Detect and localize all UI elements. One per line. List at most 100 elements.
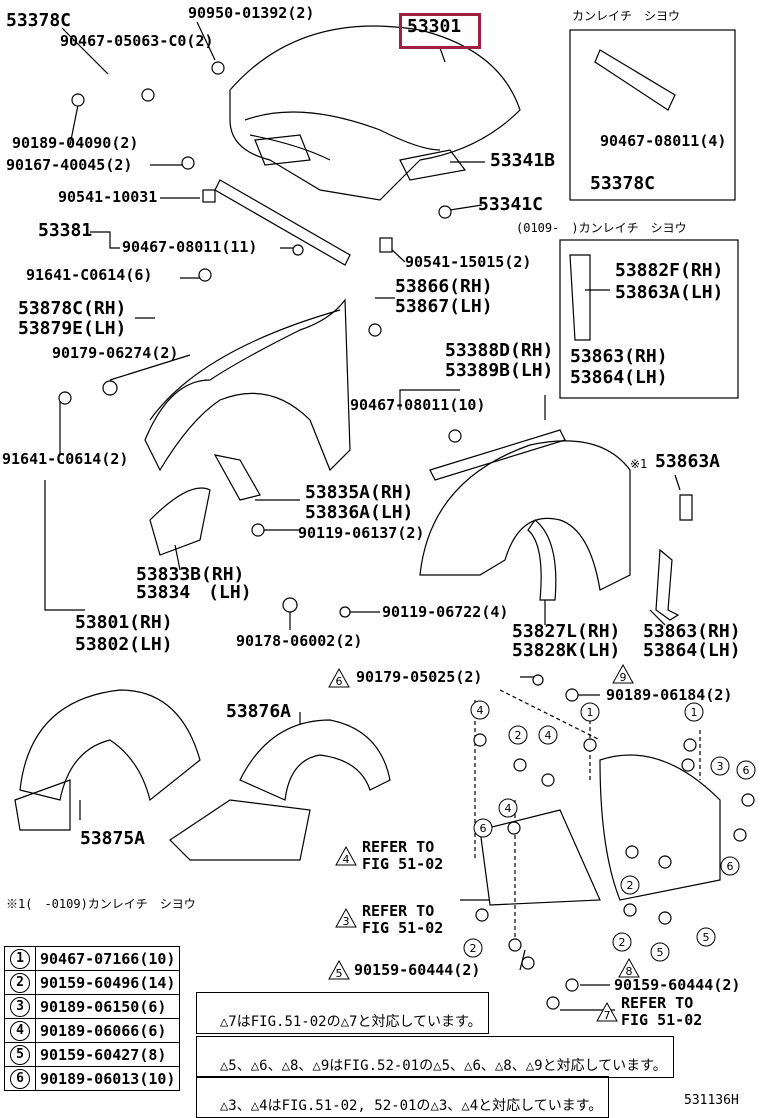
part-53882F[interactable]: 53882F(RH) [615, 260, 724, 281]
part-53866[interactable]: 53866(RH) [395, 276, 493, 297]
kanreichi-note-2: (0109- )カンレイチ シヨウ [516, 221, 687, 235]
part-53834[interactable]: 53834 (LH) [136, 582, 252, 603]
part-90467-08011-4[interactable]: 90467-08011(4) [600, 132, 727, 150]
svg-text:9: 9 [620, 671, 627, 684]
legend-part[interactable]: 90189-06013(10) [34, 1066, 181, 1091]
part-90119-06722[interactable]: 90119-06722(4) [382, 603, 509, 621]
part-53879E[interactable]: 53879E(LH) [18, 318, 127, 339]
svg-text:3: 3 [717, 760, 724, 773]
part-53863A[interactable]: 53863A [655, 451, 721, 472]
figure-code: 531136H [684, 1093, 739, 1108]
svg-text:4: 4 [477, 704, 484, 717]
note-box-fig52-01: △5、△6、△8、△9はFIG.52-01の△5、△6、△8、△9と対応していま… [196, 1036, 674, 1078]
svg-text:4: 4 [343, 853, 350, 866]
svg-text:2: 2 [619, 936, 626, 949]
callout-2b: 2 [620, 875, 640, 895]
part-90467-08011-10[interactable]: 90467-08011(10) [350, 396, 486, 414]
part-90178-06002[interactable]: 90178-06002(2) [236, 632, 363, 650]
liner-left-outline [19, 689, 201, 802]
part-90950-01392[interactable]: 90950-01392(2) [188, 4, 315, 22]
part-53875A[interactable]: 53875A [80, 828, 146, 849]
svg-text:2: 2 [627, 879, 634, 892]
part-90159-60444-left[interactable]: 90159-60444(2) [354, 961, 481, 979]
callout-5a: 5 [650, 942, 670, 962]
part-90189-06184[interactable]: 90189-06184(2) [606, 686, 733, 704]
legend-part[interactable]: 90189-06066(6) [34, 1018, 181, 1043]
part-90541-15015[interactable]: 90541-15015(2) [405, 253, 532, 271]
legend-num: 3 [10, 997, 30, 1017]
triangle-mark-8: 8 [618, 958, 640, 978]
part-90167-40045[interactable]: 90167-40045(2) [6, 156, 133, 174]
part-53836A[interactable]: 53836A(LH) [305, 502, 414, 523]
part-90159-60444-right[interactable]: 90159-60444(2) [614, 976, 741, 994]
part-53827L[interactable]: 53827L(RH) [512, 621, 621, 642]
part-53863-rh2[interactable]: 53863(RH) [643, 621, 741, 642]
callout-6b: 6 [473, 818, 493, 838]
svg-text:4: 4 [545, 729, 552, 742]
part-53388D[interactable]: 53388D(RH) [445, 340, 554, 361]
triangle-mark-6: 6 [328, 668, 350, 688]
legend-num: 4 [10, 1021, 30, 1041]
svg-text:5: 5 [703, 931, 710, 944]
part-53828K[interactable]: 53828K(LH) [512, 640, 621, 661]
part-53389B[interactable]: 53389B(LH) [445, 360, 554, 381]
svg-text:5: 5 [336, 967, 343, 980]
part-53876A[interactable]: 53876A [226, 701, 292, 722]
part-53835A[interactable]: 53835A(RH) [305, 482, 414, 503]
refer-to-1-line2: FIG 51-02 [362, 855, 444, 873]
part-53381[interactable]: 53381 [38, 220, 93, 241]
star-note-mark: ※1 [630, 457, 648, 471]
triangle-mark-5: 5 [328, 960, 350, 980]
part-53801[interactable]: 53801(RH) [75, 612, 173, 633]
legend-part[interactable]: 90467-07166(10) [34, 946, 181, 971]
part-53863-rh[interactable]: 53863(RH) [570, 346, 668, 367]
part-90179-05025[interactable]: 90179-05025(2) [356, 668, 483, 686]
legend-part[interactable]: 90159-60496(14) [34, 970, 181, 995]
part-53878C[interactable]: 53878C(RH) [18, 298, 127, 319]
fender-left-outline [144, 298, 351, 472]
part-90541-10031[interactable]: 90541-10031 [58, 188, 158, 206]
svg-text:8: 8 [626, 965, 633, 978]
part-53867[interactable]: 53867(LH) [395, 296, 493, 317]
refer-to-3-line1: REFER TO [621, 994, 694, 1012]
part-53378C-right[interactable]: 53378C [590, 173, 656, 194]
callout-6c: 6 [720, 856, 740, 876]
part-53833B[interactable]: 53833B(RH) [136, 564, 245, 585]
svg-text:3: 3 [343, 915, 350, 928]
part-90189-04090[interactable]: 90189-04090(2) [12, 134, 139, 152]
part-91641-C0614-2[interactable]: 91641-C0614(2) [2, 450, 129, 468]
part-90179-06274[interactable]: 90179-06274(2) [52, 344, 179, 362]
highlight-box-53301 [399, 13, 481, 49]
part-53341B[interactable]: 53341B [490, 150, 556, 171]
legend-num: 6 [10, 1069, 30, 1089]
hood-outline [229, 25, 521, 201]
svg-text:5: 5 [657, 946, 664, 959]
part-53863A-lh[interactable]: 53863A(LH) [615, 282, 724, 303]
legend-num: 5 [10, 1045, 30, 1065]
part-53301[interactable]: 53301 [407, 16, 462, 37]
part-90467-05063[interactable]: 90467-05063-C0(2) [60, 32, 214, 50]
part-53378C-top[interactable]: 53378C [6, 10, 72, 31]
legend-part[interactable]: 90189-06150(6) [34, 994, 181, 1019]
legend-part[interactable]: 90159-60427(8) [34, 1042, 181, 1067]
part-90119-06137[interactable]: 90119-06137(2) [298, 524, 425, 542]
part-53864-lh2[interactable]: 53864(LH) [643, 640, 741, 661]
part-53802[interactable]: 53802(LH) [75, 634, 173, 655]
refer-to-2-line2: FIG 51-02 [362, 919, 444, 937]
part-53341C[interactable]: 53341C [478, 194, 544, 215]
part-91641-C0614-6[interactable]: 91641-C0614(6) [26, 266, 153, 284]
refer-to-1-line1: REFER TO [362, 838, 435, 856]
refer-to-3-line2: FIG 51-02 [621, 1011, 703, 1029]
svg-text:6: 6 [727, 860, 734, 873]
svg-text:1: 1 [587, 706, 594, 719]
part-53864-lh[interactable]: 53864(LH) [570, 367, 668, 388]
part-90467-08011-11[interactable]: 90467-08011(11) [122, 238, 258, 256]
callout-4a: 4 [470, 700, 490, 720]
triangle-mark-9: 9 [612, 664, 634, 684]
callout-1b: 1 [684, 702, 704, 722]
